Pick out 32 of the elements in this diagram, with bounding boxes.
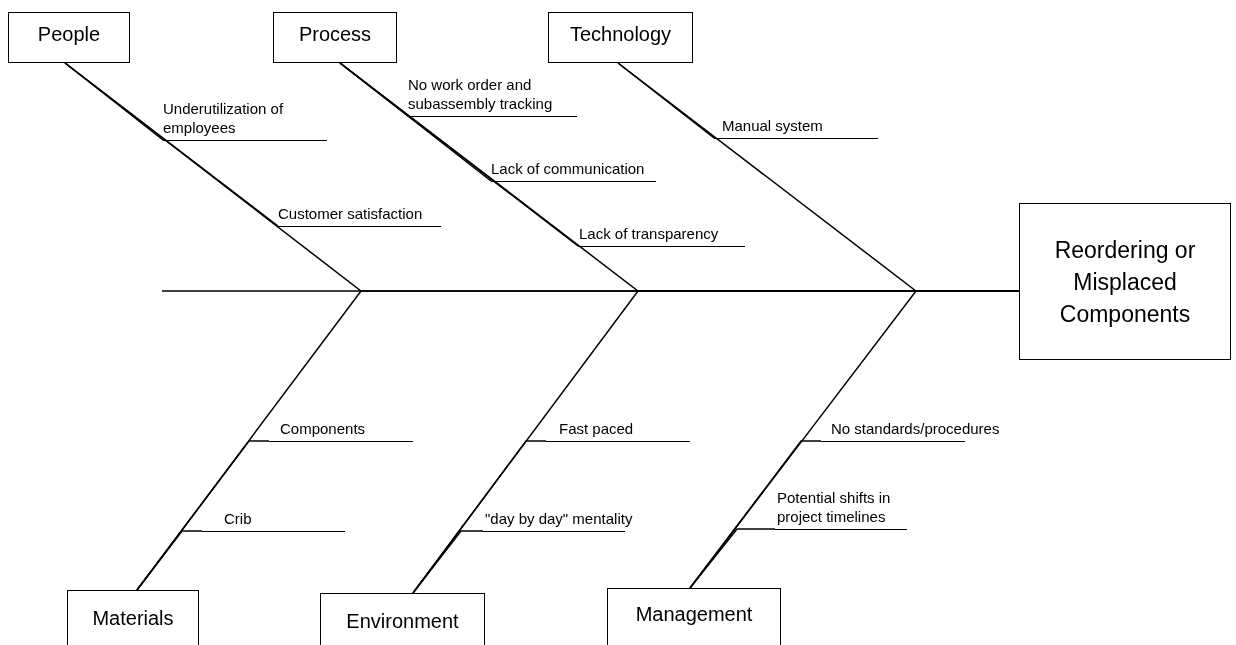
cause-text: Components [280, 419, 366, 438]
category-label: Process [298, 23, 372, 46]
cause-text: Customer satisfaction [278, 204, 423, 223]
category-box [607, 588, 781, 645]
category-box [320, 593, 485, 645]
cause-text: Fast paced [559, 419, 634, 438]
category-label: Management [635, 603, 753, 626]
cause-line [136, 530, 203, 591]
effect-box [1019, 203, 1231, 360]
category-box [273, 12, 397, 63]
cause-text: Manual system [722, 116, 823, 135]
cause-text: Lack of transparency [579, 224, 719, 243]
cause-text: Crib [224, 509, 252, 528]
cause-text: "day by day" mentality [485, 509, 633, 528]
category-label: Technology [569, 23, 672, 46]
cause-text: Potential shifts in project timelines [777, 488, 892, 526]
category-label: People [37, 23, 101, 46]
cause-text: No standards/procedures [831, 419, 1000, 438]
cause-text: Lack of communication [491, 159, 645, 178]
category-box [67, 590, 199, 645]
category-label: Materials [92, 607, 174, 630]
cause-line [617, 62, 715, 139]
effect-label: Reordering or Misplaced Components [1053, 235, 1197, 329]
cause-line [339, 62, 579, 247]
cause-line [64, 62, 279, 227]
category-box [548, 12, 693, 63]
cause-text: No work order and subassembly tracking [408, 75, 554, 113]
category-box [8, 12, 130, 63]
cause-text: Underutilization of employees [163, 99, 285, 137]
cause-line [412, 530, 484, 594]
category-label: Environment [346, 610, 459, 633]
cause-line [689, 528, 776, 589]
